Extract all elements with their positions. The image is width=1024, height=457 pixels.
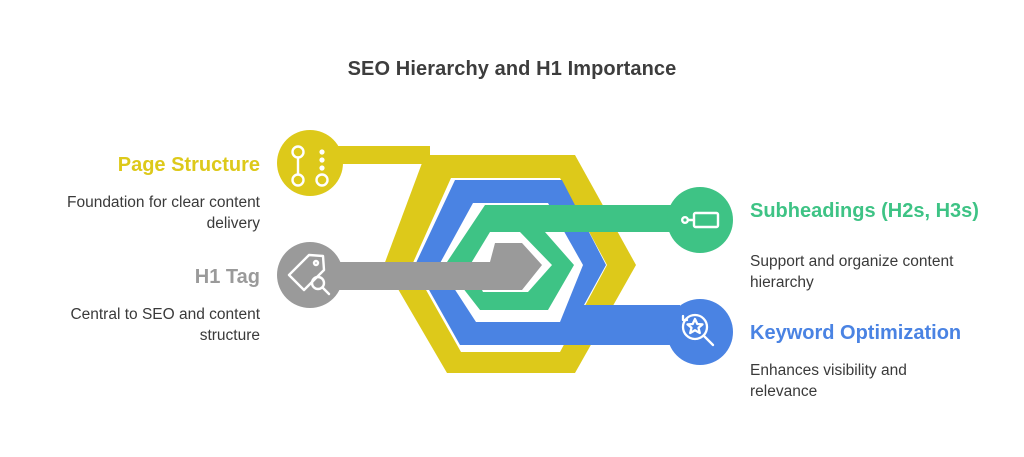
subheadings-heading: Subheadings (H2s, H3s): [750, 200, 979, 222]
page-structure-icon-circle: [277, 130, 343, 196]
h1-tag-shape: [318, 243, 542, 290]
subheadings-icon-circle: [667, 187, 733, 253]
keyword-optimization-heading: Keyword Optimization: [750, 322, 962, 344]
star-search-icon: [681, 313, 715, 347]
label-tag-icon: [681, 211, 720, 229]
h1-tag-icon-circle: [277, 242, 343, 308]
h1-tag-heading: H1 Tag: [194, 266, 260, 288]
subheadings-description: Support and organize content hierarchy: [750, 253, 954, 291]
flow-nodes-icon: [291, 145, 329, 187]
page-structure-heading: Page Structure: [117, 154, 260, 176]
tag-search-icon: [287, 253, 331, 296]
page-structure-description: Foundation for clear content delivery: [66, 194, 260, 232]
keyword-optimization-description: Enhances visibility and relevance: [750, 362, 907, 400]
h1-tag-description: Central to SEO and content structure: [70, 306, 260, 344]
page-title: SEO Hierarchy and H1 Importance: [347, 58, 677, 80]
